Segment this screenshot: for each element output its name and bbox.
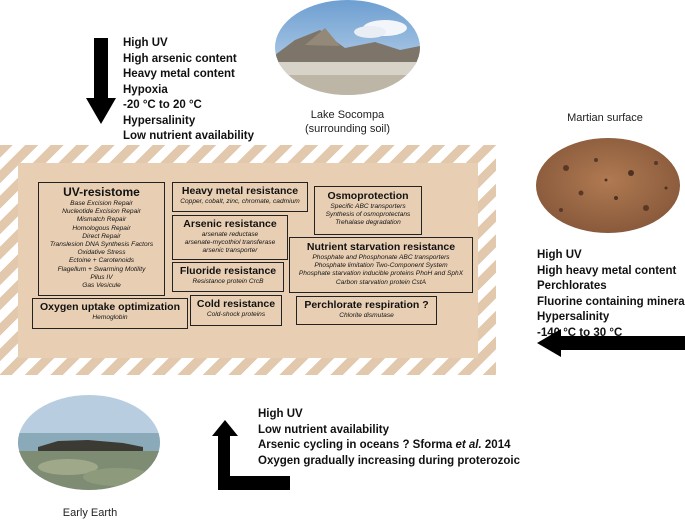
condition-item: Fluorine containing minerals bbox=[537, 295, 685, 308]
condition-item: High heavy metal content bbox=[537, 264, 677, 277]
condition-item: -20 °C to 20 °C bbox=[123, 99, 202, 111]
condition-item: Heavy metal content bbox=[123, 68, 235, 80]
oxygen-uptake-box: Oxygen uptake optimization Hemoglobin bbox=[32, 298, 188, 329]
mars-caption: Martian surface bbox=[567, 112, 643, 124]
condition-item: Perchlorates bbox=[537, 280, 607, 292]
mars-conditions-list: High UV High heavy metal content Perchlo… bbox=[537, 248, 685, 341]
top-conditions-list: High UV High arsenic content Heavy metal… bbox=[123, 36, 254, 145]
lake-caption: Lake Socompa (surrounding soil) bbox=[305, 109, 390, 135]
condition-item: Hypoxia bbox=[123, 83, 168, 96]
fluoride-resistance-box: Fluoride resistance Resistance protein C… bbox=[172, 262, 284, 292]
perchlorate-respiration-box: Perchlorate respiration ? Chlorite dismu… bbox=[296, 296, 437, 325]
lake-socompa-image bbox=[275, 0, 420, 95]
condition-item: High UV bbox=[123, 37, 168, 49]
up-right-arrow-icon bbox=[212, 420, 290, 490]
condition-item: Arsenic cycling in oceans ? Sforma et al… bbox=[258, 439, 511, 451]
early-earth-caption: Early Earth bbox=[62, 507, 118, 519]
box-title: UV-resistome bbox=[63, 185, 140, 199]
condition-item: Oxygen gradually increasing during prote… bbox=[258, 454, 520, 467]
nutrient-starvation-box: Nutrient starvation resistance Phosphate… bbox=[289, 237, 473, 293]
martian-surface-image bbox=[536, 138, 680, 233]
cold-resistance-box: Cold resistance Cold-shock proteins bbox=[190, 295, 282, 326]
condition-item: High UV bbox=[537, 249, 582, 261]
condition-item: Hypersalinity bbox=[537, 311, 610, 323]
condition-item: Hypersalinity bbox=[123, 114, 196, 127]
osmoprotection-box: Osmoprotection Specific ABC transporters… bbox=[314, 186, 422, 235]
arsenic-resistance-box: Arsenic resistance arsenate reductase ar… bbox=[172, 215, 288, 260]
heavy-metal-box: Heavy metal resistance Copper, cobalt, z… bbox=[172, 182, 308, 212]
uv-resistome-box: UV-resistome Base Excision Repair Nucleo… bbox=[38, 182, 165, 296]
condition-item: High UV bbox=[258, 408, 303, 420]
condition-item: Low nutrient availability bbox=[258, 423, 389, 436]
down-arrow-icon bbox=[86, 38, 116, 124]
left-arrow-icon bbox=[537, 329, 685, 357]
condition-item: High arsenic content bbox=[123, 52, 237, 65]
condition-item: Low nutrient availability bbox=[123, 130, 254, 142]
early-earth-image bbox=[18, 395, 160, 490]
early-earth-conditions-list: High UV Low nutrient availability Arseni… bbox=[258, 407, 520, 469]
